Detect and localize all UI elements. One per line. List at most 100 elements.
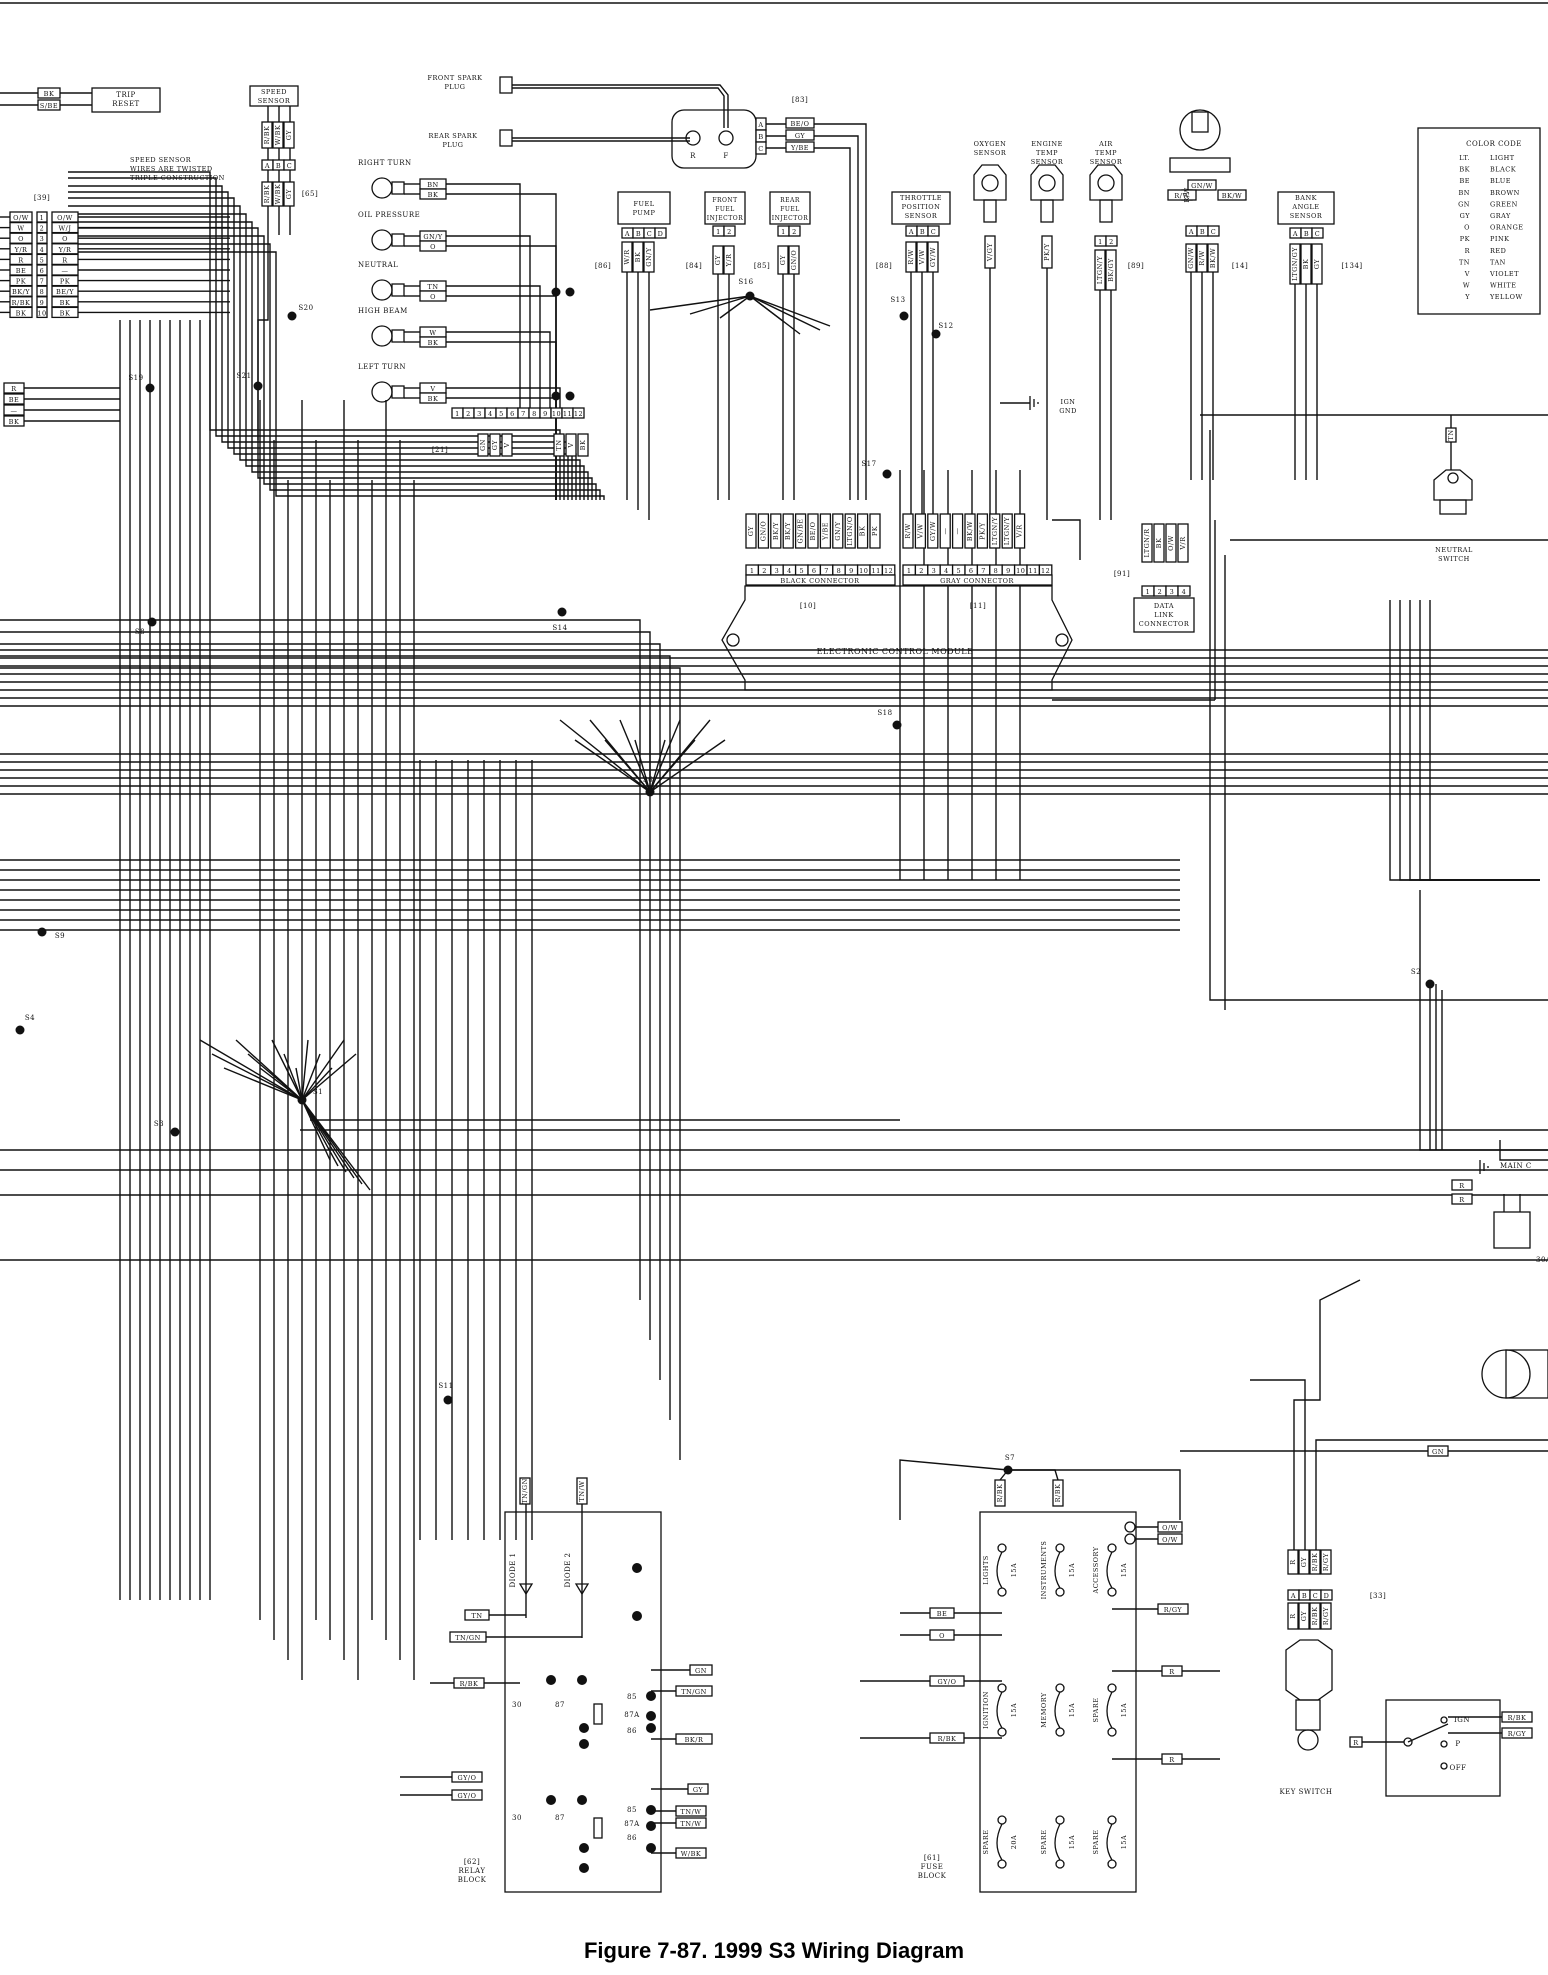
wire-color-tag xyxy=(1289,243,1301,285)
splice-dot xyxy=(1003,1465,1013,1475)
label: 87A xyxy=(624,1820,640,1828)
wire xyxy=(814,135,859,500)
fuse-icon xyxy=(1054,1691,1061,1729)
pin-label: 9 xyxy=(40,299,45,307)
switch-contact xyxy=(1440,1716,1448,1724)
pin-label: 2 xyxy=(1158,588,1163,596)
wire-color-tag xyxy=(1298,1602,1310,1630)
label: POSITION xyxy=(902,203,941,211)
label: OFF xyxy=(1450,1764,1467,1772)
wire-color-tag xyxy=(929,1629,955,1641)
splice-dot xyxy=(145,383,155,393)
sensor-stem xyxy=(1099,199,1113,223)
fuse-terminal xyxy=(1124,1533,1136,1545)
fuse-terminal xyxy=(1055,1815,1065,1825)
wire-color-tag xyxy=(794,513,807,549)
wire xyxy=(512,84,729,128)
lamp-socket xyxy=(391,385,405,399)
wire xyxy=(649,739,666,793)
pin-label: B xyxy=(1304,230,1309,238)
pin-label: 2 xyxy=(919,567,924,575)
wire-color-tag xyxy=(785,141,815,153)
splice-label: S9 xyxy=(55,932,65,940)
wire xyxy=(301,1067,333,1101)
splice-dot xyxy=(551,391,561,401)
wire-color-label: O/W xyxy=(1162,1536,1178,1544)
lamp-label: NEUTRAL xyxy=(358,261,398,269)
wire-color-tag xyxy=(902,513,914,549)
wire-color-tag xyxy=(1451,1179,1473,1191)
wire-color-label: PK xyxy=(60,278,70,286)
fuse-block-frame xyxy=(979,1511,1137,1893)
pin-label: B xyxy=(920,228,925,236)
wire-color-label: GY/W xyxy=(929,521,937,541)
pin-label: D xyxy=(1324,1592,1330,1600)
fuse-icon xyxy=(1054,1551,1061,1589)
fuse-icon xyxy=(996,1551,1003,1589)
pin-label: 5 xyxy=(499,410,504,418)
pin-label: C xyxy=(647,230,652,238)
wire xyxy=(559,719,651,793)
pin-label: 3 xyxy=(477,410,482,418)
wire xyxy=(1250,1379,1306,1550)
wire xyxy=(259,1067,303,1101)
wire-color-tag xyxy=(272,121,284,149)
wire-color-label: O/W xyxy=(13,214,29,222)
wire-color-label: R/BK xyxy=(996,1484,1004,1503)
lamp-socket xyxy=(391,181,405,195)
wire xyxy=(199,1039,303,1101)
label: FRONT xyxy=(712,197,737,204)
fuse-terminal xyxy=(1055,1683,1065,1693)
label: [21] xyxy=(432,446,448,454)
lamp-label: OIL PRESSURE xyxy=(358,211,420,219)
starter-motor-body xyxy=(1505,1349,1548,1399)
label: GN/W xyxy=(1191,182,1213,190)
wire-color-tag xyxy=(745,513,757,549)
wire-color-label: BE xyxy=(9,396,20,404)
wire-color-tag xyxy=(419,240,447,252)
wire-color-tag xyxy=(1157,1603,1189,1615)
pin-cell xyxy=(283,159,296,171)
pin-label: 7 xyxy=(981,567,986,575)
wire-color-tag xyxy=(451,1771,483,1783)
wire xyxy=(604,739,651,793)
wire xyxy=(1419,890,1548,1151)
wire-color-label: GY xyxy=(285,189,293,200)
wire-color-tag xyxy=(1052,1479,1064,1507)
wire-color-tag xyxy=(489,433,501,457)
coil-terminal-rear xyxy=(718,130,734,146)
wire-color-tag xyxy=(577,433,589,457)
wire-color-label: Y/R xyxy=(14,246,28,254)
label: [89] xyxy=(1128,262,1144,270)
label: BK/W xyxy=(1222,192,1243,200)
pin-label: 9 xyxy=(1006,567,1011,575)
wire-color-tag xyxy=(712,245,724,275)
splice-dot xyxy=(646,1821,656,1831)
wire-color-label: W xyxy=(17,225,24,233)
pin-label: 12 xyxy=(574,410,583,418)
pin-label: 6 xyxy=(812,567,817,575)
splice-label: S1 xyxy=(313,1088,323,1096)
label: 87 xyxy=(555,1701,565,1709)
wire-color-tag xyxy=(984,235,996,269)
wire-color-label: BK/GY xyxy=(1107,258,1115,282)
sensor-face xyxy=(1097,174,1115,192)
wire-color-tag xyxy=(1153,523,1165,563)
legend-code: R xyxy=(1465,247,1471,255)
wire-color-tag xyxy=(723,245,735,275)
fuse-rating: 15A xyxy=(1010,1703,1018,1717)
splice-label: S18 xyxy=(877,709,892,717)
splice-dot xyxy=(892,720,902,730)
label: 86 xyxy=(627,1727,637,1735)
wire-color-tag xyxy=(1427,1445,1449,1457)
label: SWITCH xyxy=(1438,555,1470,563)
wire xyxy=(649,719,711,793)
pin-cell xyxy=(572,407,585,419)
legend-color: WHITE xyxy=(1490,282,1517,290)
wire-color-tag xyxy=(477,433,489,457)
fuse-rating: 20A xyxy=(1010,1835,1018,1849)
fuse-name: SPARE xyxy=(1092,1697,1100,1722)
pin-label: 8 xyxy=(532,410,537,418)
wire-color-tag xyxy=(675,1817,707,1829)
pin-label: 10 xyxy=(1016,567,1025,575)
